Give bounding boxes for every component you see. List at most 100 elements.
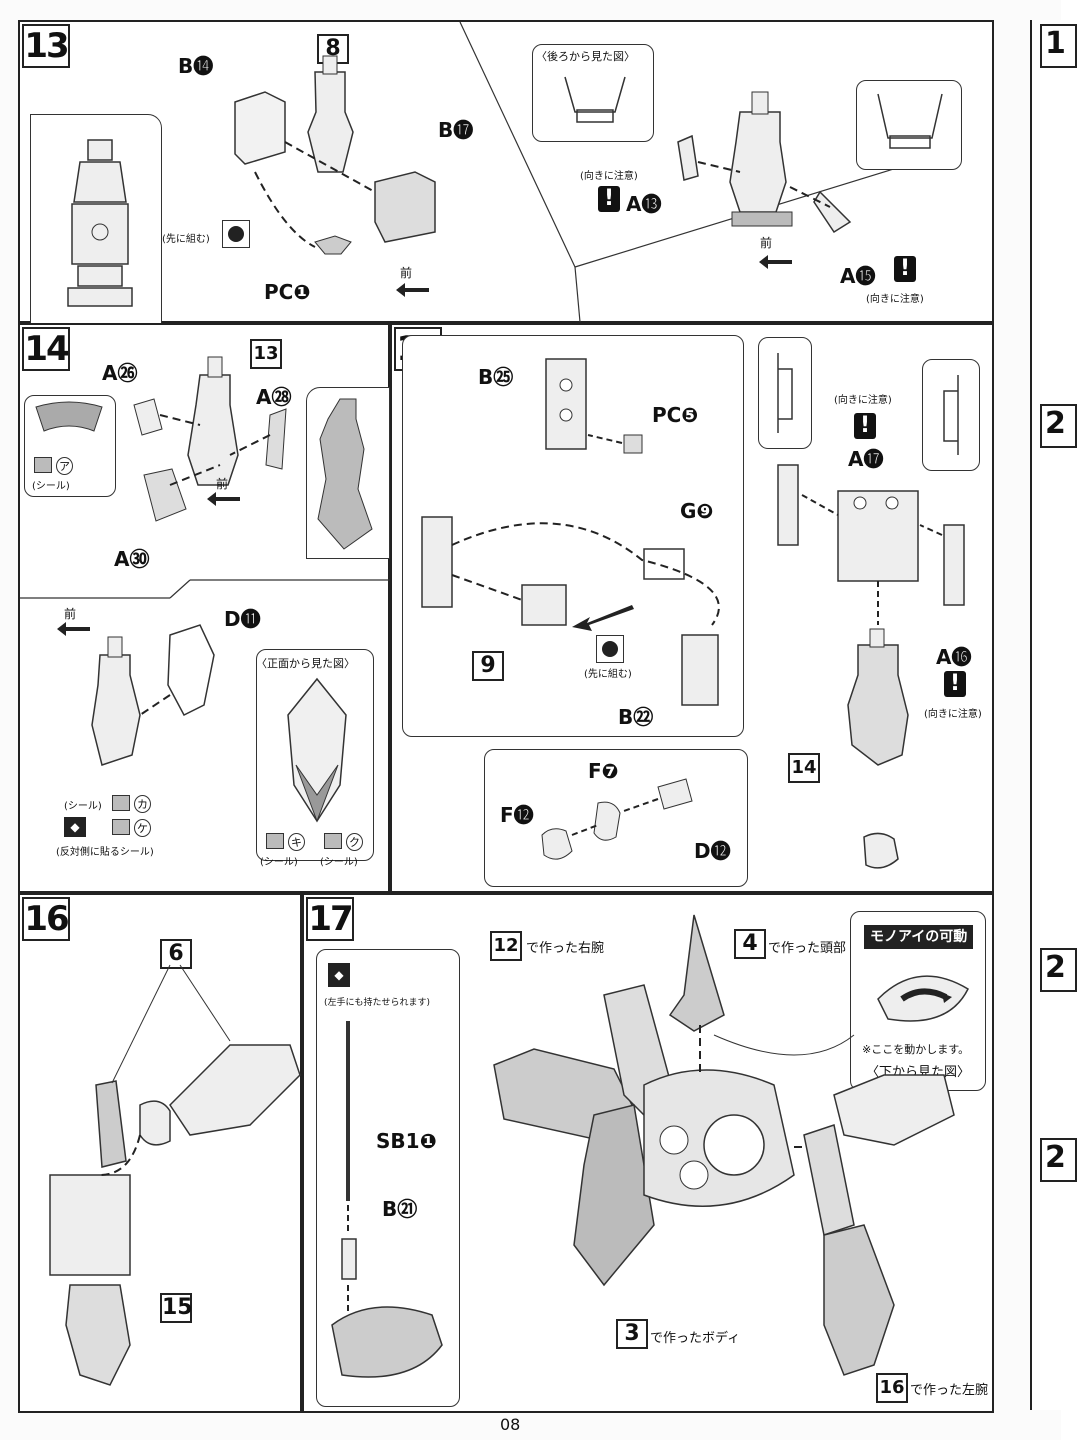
ref-box-6: 6 [160, 939, 192, 969]
part-a28: A㉘ [256, 385, 292, 409]
seal-a-marker: ア [56, 457, 73, 475]
shoulder-joint-assembly-illustration [421, 516, 720, 706]
b25-pc-e-illustration [545, 358, 643, 454]
warning-icon: ! [854, 413, 876, 439]
ref-box-14: 14 [788, 753, 820, 783]
a16-detail-callout [922, 359, 980, 471]
part-sb1: SB1❶ [376, 1129, 437, 1153]
caution-label-a15: (向きに注意) [866, 294, 924, 305]
part-pc-e: PC❺ [652, 403, 699, 427]
step-number: 16 [22, 897, 70, 941]
front-view-label: 〈正面から見た図〉 [256, 657, 355, 670]
step-13-panel: 13 B⓮ 8 B⓱ (先に組む) PC❶ 前 〈 [18, 20, 994, 326]
warning-icon: ! [598, 186, 620, 212]
caution-label-a16: (向きに注意) [924, 709, 982, 720]
part-b25: B㉕ [478, 365, 514, 389]
flip-side-icon: ◆ [64, 817, 86, 837]
front-arrow-icon [759, 255, 792, 269]
seal-icon [324, 833, 342, 849]
monoeye-title: モノアイの可動 [864, 925, 974, 949]
right-arm-label: で作った右腕 [526, 941, 605, 956]
seal-icon [112, 795, 130, 811]
part-b17: B⓱ [438, 118, 474, 142]
a15-part-illustration [877, 93, 943, 149]
seal-ka-marker: カ [134, 795, 151, 813]
part-b21: B㉑ [382, 1197, 418, 1221]
waist-assembly-illustration [234, 55, 436, 255]
ref-box-3: 3 [616, 1319, 648, 1349]
a15-detail-callout [856, 80, 962, 170]
back-view-callout [532, 44, 654, 142]
next-step-stub: 2 [1040, 404, 1077, 448]
ref-box-16: 16 [876, 1373, 908, 1403]
front-label-right: 前 [760, 236, 773, 250]
front-label: 前 [400, 266, 413, 280]
ref-box-12: 12 [490, 931, 522, 961]
part-f7: F❼ [588, 759, 619, 783]
step-14-panel: 14 A㉖ 13 A㉘ ア (シール) 前 A㉚ [18, 323, 392, 893]
seal-paren-label: (シール) [64, 801, 102, 812]
left-arm-assembly-illustration [49, 964, 301, 1386]
page-number: 08 [500, 1415, 521, 1434]
next-step-stub: 1 [1040, 24, 1077, 68]
left-arm-label: で作った左腕 [910, 1383, 989, 1398]
divider-line [20, 579, 392, 599]
front-label: 前 [64, 607, 77, 621]
grease-dot-box [222, 220, 250, 248]
warning-icon: ! [894, 256, 916, 282]
ref-box-15: 15 [160, 1293, 193, 1323]
part-a15: A⓯ [840, 264, 876, 288]
step-16-panel: 16 6 15 [18, 893, 302, 1413]
seal-ke-marker: ケ [134, 819, 151, 837]
part-b22: B㉒ [618, 705, 654, 729]
fist-illustration [863, 832, 899, 869]
a17-part-illustration [777, 353, 793, 433]
torso-preview-illustration [67, 139, 133, 307]
part-a13: A⓭ [626, 192, 662, 216]
seal-ki-marker: キ [288, 833, 305, 851]
seal-icon [112, 819, 130, 835]
grease-dot-box [596, 635, 624, 663]
caution-label-a13: (向きに注意) [580, 171, 638, 182]
skirt-preview-illustration [317, 398, 373, 550]
seal-ku-label: (シール) [320, 857, 358, 868]
seal-icon [34, 457, 52, 473]
front-arrow-icon [207, 492, 240, 506]
front-arrow-icon [57, 622, 90, 636]
hand-swap-icon: ◆ [328, 963, 350, 987]
ref-box-13: 13 [250, 339, 282, 369]
opposite-side-seal-label: (反対側に貼るシール) [56, 847, 154, 858]
part-d11: D⓫ [224, 607, 261, 631]
part-a17: A⓱ [848, 447, 884, 471]
front-arrow-icon [396, 283, 429, 297]
front-skirt-assembly-illustration [91, 624, 215, 766]
front-skirt-view-illustration [287, 677, 347, 823]
part-a30: A㉚ [114, 547, 150, 571]
front-label: 前 [216, 477, 229, 491]
ref-box-9: 9 [472, 651, 504, 681]
ref-box-4: 4 [734, 929, 766, 959]
first-assemble-note: (先に組む) [162, 234, 210, 245]
seal-a-part-illustration [35, 401, 103, 432]
part-pc-j: PC❶ [264, 280, 311, 304]
beam-saber-assembly-illustration [331, 1021, 443, 1378]
step-number: 13 [22, 24, 70, 68]
seal-ku-marker: ク [346, 833, 363, 851]
part-b14: B⓮ [178, 54, 214, 78]
caution-label-a17: (向きに注意) [834, 395, 892, 406]
back-view-part-illustration [564, 76, 626, 123]
part-a16: A⓰ [936, 645, 972, 669]
part-a26: A㉖ [102, 361, 138, 385]
left-hand-note: (左手にも持たせられます) [324, 998, 431, 1008]
step-15-panel: 15 B㉕ PC❺ G❾ 9 (先に組む) B㉒ (向きに注意) ! A⓱ [390, 323, 994, 893]
seal-icon [266, 833, 284, 849]
warning-icon: ! [944, 671, 966, 697]
monoeye-note: ※ここを動かします。 [862, 1043, 970, 1056]
body-label: で作ったボディ [650, 1331, 741, 1346]
part-d12: D⓬ [694, 839, 731, 863]
monoeye-mechanism-illustration [877, 975, 969, 1022]
step-number: 17 [306, 897, 354, 941]
seal-label: (シール) [32, 481, 70, 492]
upper-arm-assembly-illustration [777, 464, 965, 766]
